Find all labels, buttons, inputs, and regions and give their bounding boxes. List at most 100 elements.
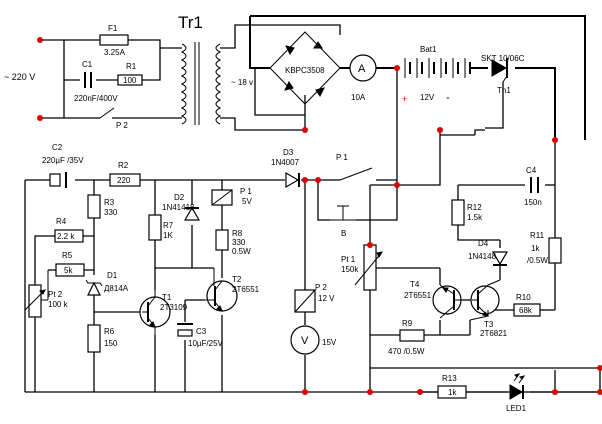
- r6-value: 150: [104, 339, 118, 348]
- resistor-r11: R11 1k /0.5W: [527, 231, 562, 265]
- transistor-t2: T2 2T6551: [205, 268, 260, 312]
- resistor-r2: R2 220: [109, 161, 141, 187]
- relay-p2-coil: P 2 12 V: [294, 283, 335, 313]
- relay-p1-coil: P 1 5V: [211, 187, 252, 206]
- r2-value: 220: [117, 176, 131, 185]
- resistor-r12: R12 1.5k: [451, 199, 483, 226]
- pt1-ref: Pt 1: [341, 255, 356, 264]
- t3-type: 2T6821: [480, 329, 508, 338]
- switch-p1: P 1: [336, 153, 373, 181]
- c1-ref: C1: [82, 60, 93, 69]
- pt2-ref: Pt 2: [48, 290, 63, 299]
- relay-p2-value: 12 V: [318, 294, 335, 303]
- fuse-value: 3.25A: [104, 48, 126, 57]
- led-ref: LED1: [506, 404, 527, 413]
- junctions: [37, 37, 602, 395]
- d1-value: Д814А: [104, 284, 129, 293]
- r1-ref: R1: [126, 62, 137, 71]
- thyristor-type: SKT 10/06C: [481, 54, 525, 63]
- c4-value: 150n: [524, 198, 542, 207]
- p2-contact-ref: P 2: [116, 121, 128, 130]
- r10-value: 68k: [519, 306, 533, 315]
- r5-ref: R5: [62, 251, 73, 260]
- d2-ref: D2: [174, 193, 185, 202]
- switch-b: B: [330, 205, 356, 238]
- battery-minus: -: [446, 92, 450, 104]
- battery-bat1: Bat1 12V + -: [402, 45, 471, 104]
- battery-value: 12V: [420, 93, 435, 102]
- resistor-r13: R13 1k: [437, 374, 467, 399]
- c2-ref: C2: [52, 143, 63, 152]
- ammeter: A 10A: [349, 54, 377, 102]
- zener-d1: D1 Д814А: [85, 271, 129, 296]
- transistor-t1: T1 2T3109: [139, 290, 188, 335]
- capacitor-c4: C4 150n: [524, 166, 542, 207]
- relay-contact-p2: P 2: [99, 107, 128, 130]
- r3-value: 330: [104, 208, 118, 217]
- relay-p1-value: 5V: [242, 197, 252, 206]
- r11-value: 1k: [531, 244, 540, 253]
- capacitor-c2: C2 220µF /35V: [42, 143, 84, 188]
- d3-value: 1N4007: [271, 158, 300, 167]
- d1-ref: D1: [107, 271, 118, 280]
- r4-value: 2.2 k: [57, 232, 75, 241]
- resistor-r8: R8 330 0.5W: [215, 229, 251, 256]
- d4-value: 1N4148: [468, 252, 497, 261]
- relay-p1-ref: P 1: [240, 187, 252, 196]
- diode-d3: D3 1N4007: [271, 148, 300, 189]
- diode-d4: D4 1N4148: [468, 239, 509, 266]
- d4-ref: D4: [478, 239, 489, 248]
- r2-ref: R2: [118, 161, 129, 170]
- switch-p1-ref: P 1: [336, 153, 348, 162]
- t4-ref: T4: [410, 280, 420, 289]
- relay-p2-ref: P 2: [315, 283, 327, 292]
- transistor-t3: T3 2T6821: [469, 279, 508, 338]
- pt2-value: 100 k: [48, 300, 69, 309]
- battery-ref: Bat1: [420, 45, 437, 54]
- resistor-r7: R7 1K: [148, 214, 174, 241]
- pt1-value: 150k: [341, 265, 359, 274]
- c1-value: 220nF/400V: [74, 94, 118, 103]
- t1-type: 2T3109: [160, 303, 188, 312]
- fuse-f1: F1 3.25A: [99, 24, 129, 57]
- bridge-ref: KBPC3508: [285, 66, 325, 75]
- voltmeter-symbol: V: [301, 335, 309, 347]
- ammeter-value: 10A: [351, 93, 366, 102]
- r7-ref: R7: [163, 221, 174, 230]
- potentiometer-pt2: Pt 2 100 k: [24, 270, 69, 318]
- c4-ref: C4: [526, 166, 537, 175]
- voltmeter: V 15V: [290, 325, 337, 355]
- r9-value: 470 /0.5W: [388, 347, 425, 356]
- transformer-ref: Tr1: [178, 13, 203, 32]
- potentiometer-pt1: Pt 1 150k: [341, 244, 384, 291]
- transistor-t4: T4 2T6551: [404, 280, 462, 319]
- thyristor-ref: Th1: [497, 86, 511, 95]
- led1: LED1: [506, 373, 527, 413]
- r8-value: 330: [232, 238, 246, 247]
- transformer-secondary: ~ 18 v: [231, 78, 253, 87]
- r6-ref: R6: [104, 327, 115, 336]
- r7-value: 1K: [163, 231, 173, 240]
- t2-type: 2T6551: [232, 285, 260, 294]
- t1-ref: T1: [162, 293, 172, 302]
- t3-ref: T3: [484, 320, 494, 329]
- r4-ref: R4: [56, 217, 67, 226]
- r12-value: 1.5k: [467, 213, 483, 222]
- resistor-r6: R6 150: [87, 324, 118, 353]
- c3-ref: C3: [196, 327, 207, 336]
- battery-plus: +: [402, 94, 407, 104]
- r13-value: 1k: [448, 388, 457, 397]
- thyristor-th1: SKT 10/06C Th1: [481, 54, 525, 95]
- r1-value: 100: [123, 76, 137, 85]
- r8-ref: R8: [232, 229, 243, 238]
- wires: [24, 15, 601, 393]
- resistor-r9: R9 470 /0.5W: [388, 319, 425, 356]
- resistor-r1: R1 100: [117, 62, 143, 86]
- resistor-r3: R3 330: [87, 194, 118, 219]
- r11-ref: R11: [530, 231, 545, 240]
- r13-ref: R13: [442, 374, 457, 383]
- r11-power: /0.5W: [527, 256, 548, 265]
- r12-ref: R12: [467, 203, 482, 212]
- r9-ref: R9: [402, 319, 413, 328]
